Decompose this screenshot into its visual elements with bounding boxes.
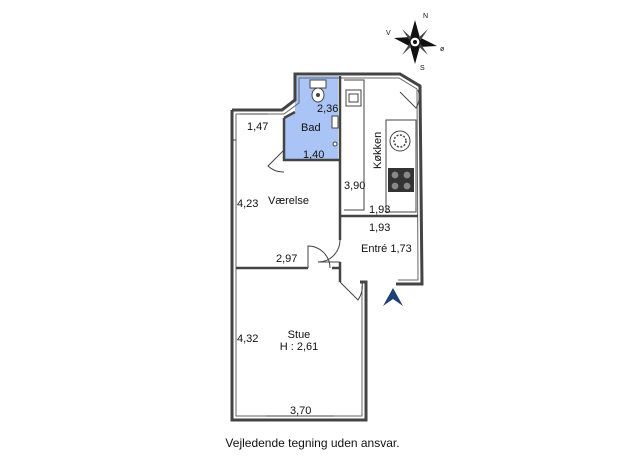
kitchen-name: Køkken (372, 132, 384, 169)
entry-dim: 1,93 (369, 222, 390, 234)
outer-walls (230, 72, 424, 422)
bedroom-name: Værelse (268, 195, 309, 207)
bedroom-dim-length: 4,23 (237, 198, 258, 210)
sink-icon (345, 89, 362, 107)
kitchen-counter (344, 79, 417, 213)
bedroom-dim-window: 1,47 (247, 121, 268, 133)
compass-west-label: V (386, 30, 391, 37)
toilet-icon (316, 93, 320, 97)
disclaimer-caption: Vejledende tegning uden ansvar. (225, 436, 400, 450)
kitchen-dim-width: 1,93 (369, 204, 390, 216)
kitchen-dim-length: 3,90 (344, 180, 365, 192)
entry-name: Entré 1,73 (361, 243, 412, 255)
bathroom-dim-width: 2,36 (317, 103, 338, 115)
living-dim-length: 4,32 (237, 333, 258, 345)
living-dim-width: 3,70 (290, 405, 311, 417)
stove-icon (388, 168, 414, 192)
bathroom-name: Bad (301, 122, 321, 134)
bedroom-dim-width: 2,97 (276, 253, 297, 265)
doors (267, 89, 420, 301)
living-name: Stue (288, 329, 311, 341)
interior-walls (236, 76, 418, 282)
compass-icon (394, 20, 437, 64)
bathroom-fill (284, 76, 338, 160)
fan-icon (389, 130, 411, 152)
compass-north-label: N (423, 13, 428, 20)
compass-east-label: ø (440, 46, 445, 53)
bathroom-dim-depth: 1,40 (303, 149, 324, 161)
compass-south-label: S (420, 65, 425, 72)
windows (232, 109, 334, 421)
entrance-marker-icon (383, 288, 403, 306)
living-height: H : 2,61 (280, 341, 319, 353)
